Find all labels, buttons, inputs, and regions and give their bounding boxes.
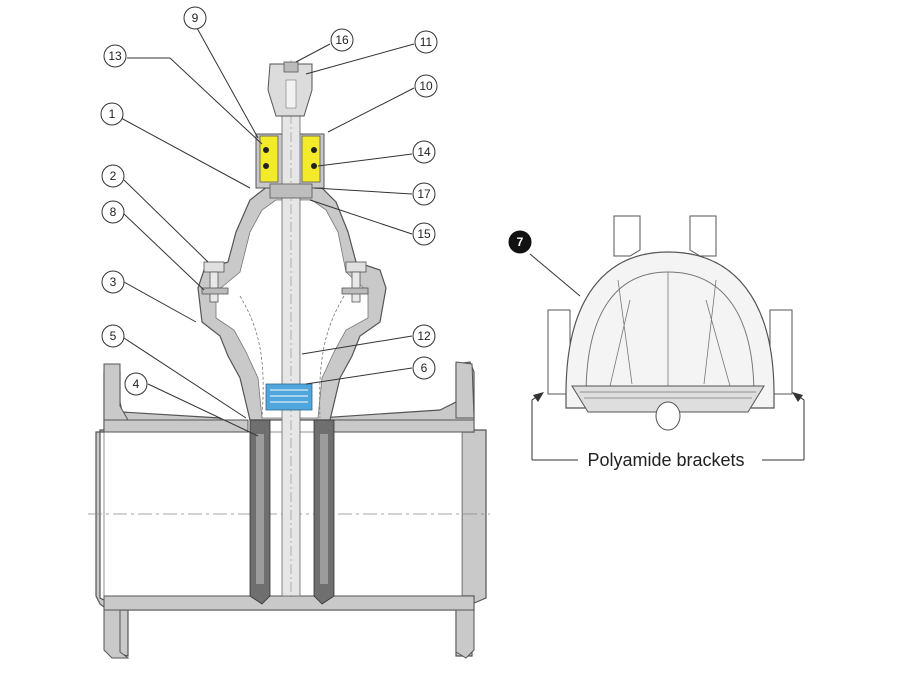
left-bolt (201, 261, 229, 303)
cap-inner (285, 79, 297, 109)
leader-7 (529, 253, 581, 297)
bonnet-hidden-lines (239, 295, 345, 419)
right-bottom-flange (455, 609, 475, 659)
leader-8 (123, 213, 205, 291)
leader-15 (309, 199, 413, 235)
callout-11: 11 (414, 30, 438, 54)
bottom-band (103, 595, 475, 611)
svg-text:14: 14 (417, 145, 431, 159)
callout-13: 13 (103, 44, 127, 68)
svg-text:1: 1 (109, 107, 116, 121)
gasket-left (259, 135, 279, 183)
callout-10: 10 (414, 74, 438, 98)
bracket-caption: Polyamide brackets (587, 450, 744, 470)
callout-9: 9 (183, 6, 207, 30)
callout-2: 2 (101, 164, 125, 188)
callout-16: 16 (330, 28, 354, 52)
svg-text:8: 8 (110, 205, 117, 219)
bracket-ribs (609, 272, 731, 398)
wedge-bracket-detail: Polyamide brackets (531, 215, 805, 470)
right-bolt (341, 261, 369, 303)
callout-5: 5 (101, 324, 125, 348)
callout-8: 8 (101, 200, 125, 224)
right-top-flange (455, 361, 475, 419)
svg-text:2: 2 (110, 169, 117, 183)
svg-text:6: 6 (421, 361, 428, 375)
svg-text:13: 13 (108, 49, 122, 63)
callout-14: 14 (412, 140, 436, 164)
left-top-flange (103, 363, 129, 421)
cap-screw (283, 61, 299, 73)
callout-3: 3 (101, 270, 125, 294)
left-bottom-flange (103, 609, 130, 659)
leader-13 (127, 57, 263, 145)
wedge-left-inner (256, 434, 264, 584)
svg-text:12: 12 (417, 329, 431, 343)
bracket-arrow-left (531, 395, 539, 460)
svg-text:17: 17 (417, 187, 431, 201)
callout-1: 1 (100, 102, 124, 126)
o-ring-1 (263, 147, 269, 153)
leader-14 (317, 153, 413, 167)
bracket-outer-arch (565, 251, 775, 409)
svg-text:9: 9 (192, 11, 199, 25)
bracket-tab-right (689, 215, 717, 257)
leader-17 (313, 187, 413, 195)
bracket-tab-left (613, 215, 641, 257)
svg-text:5: 5 (110, 329, 117, 343)
callout-17: 17 (412, 182, 436, 206)
svg-text:11: 11 (420, 35, 433, 49)
bracket-arrow-left-head (533, 392, 544, 402)
callout-group: 9 16 11 13 10 1 14 17 2 15 8 3 12 5 6 4 … (100, 6, 581, 437)
svg-text:4: 4 (133, 377, 140, 391)
stem-nut (265, 383, 313, 411)
leader-9 (196, 27, 259, 139)
leader-4 (147, 383, 259, 437)
leader-16 (295, 43, 331, 63)
leader-12 (301, 335, 413, 355)
leader-5 (123, 337, 247, 419)
leader-2 (123, 179, 209, 263)
callout-6: 6 (412, 356, 436, 380)
bracket-bottom-lines (580, 391, 756, 399)
leader-1 (120, 117, 251, 189)
o-ring-3 (311, 147, 317, 153)
valve-assembly (88, 60, 490, 659)
leader-6 (305, 367, 413, 385)
callout-12: 12 (412, 324, 436, 348)
svg-text:10: 10 (419, 79, 433, 93)
svg-text:16: 16 (335, 33, 349, 47)
leader-10 (327, 87, 415, 133)
o-ring-4 (311, 163, 317, 169)
bracket-arrow-right-head (792, 392, 803, 402)
svg-text:3: 3 (110, 275, 117, 289)
o-ring-2 (263, 163, 269, 169)
callout-4: 4 (124, 372, 148, 396)
wedge-right-inner (320, 434, 328, 584)
bracket-bottom-band (571, 385, 765, 413)
callout-15: 15 (412, 222, 436, 246)
svg-text:15: 15 (417, 227, 431, 241)
stem-nut-threads (270, 389, 308, 403)
callout-7: 7 (508, 230, 532, 254)
bracket-center-hole (655, 401, 681, 431)
leader-11 (305, 43, 415, 75)
leader-3 (123, 281, 197, 323)
gasket-right (301, 135, 321, 183)
thrust-collar (269, 183, 313, 199)
bracket-arrow-right (797, 395, 805, 460)
svg-text:7: 7 (517, 235, 524, 249)
